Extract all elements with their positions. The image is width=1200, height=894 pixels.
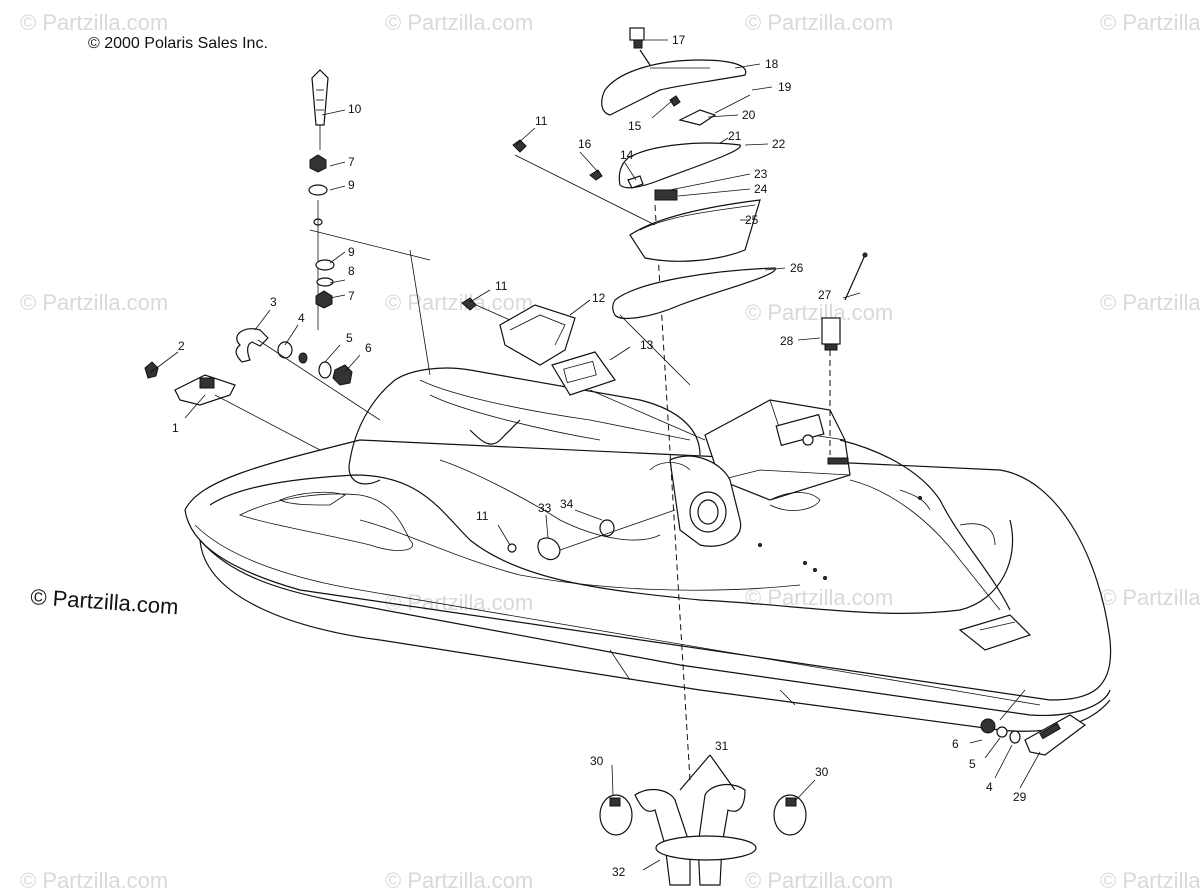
watermark-text: © Partzilla.com [1100,868,1200,893]
callout-15: 15 [628,119,642,133]
fastener-stack-left [308,69,431,376]
copyright-text: © 2000 Polaris Sales Inc. [88,35,268,52]
callout-29: 29 [1013,790,1027,804]
callout-11: 11 [476,509,489,523]
callout-21: 21 [728,129,742,143]
callout-14: 14 [620,148,634,162]
callout-4: 4 [986,780,993,794]
callout-17: 17 [672,33,686,47]
callout-18: 18 [765,57,779,71]
callout-5: 5 [346,331,353,345]
callout-16: 16 [578,137,592,151]
watermark-text: © Partzilla.com [745,10,893,35]
callout-1: 1 [172,421,179,435]
callout-28: 28 [780,334,794,348]
watermark-text: © Partzilla.com [20,868,168,893]
watermark-text: © Partzilla.com [20,290,168,315]
hose-group [599,754,807,886]
callout-9: 9 [348,245,355,259]
callout-2: 2 [178,339,185,353]
callout-12: 12 [592,291,606,305]
callout-24: 24 [754,182,768,196]
callout-7: 7 [348,155,355,169]
callout-25: 25 [745,213,759,227]
callout-11: 11 [495,279,508,293]
watermark-text: © Partzilla.com [745,868,893,893]
small-fasteners-top [512,139,527,153]
partzilla-watermark-large: © Partzilla.com [30,584,180,619]
callout-11: 11 [535,114,548,128]
callout-6: 6 [952,737,959,751]
callout-13: 13 [640,338,654,352]
watermark-text: © Partzilla.com [1100,290,1200,315]
watermark-text: © Partzilla.com [745,585,893,610]
watermark-text: © Partzilla.com [385,590,533,615]
watermark-text: © Partzilla.com [745,300,893,325]
callout-22: 22 [772,137,786,151]
callout-7: 7 [348,289,355,303]
watermark-text: © Partzilla.com [385,290,533,315]
watermark-text: © Partzilla.com [1100,585,1200,610]
bow-eye-group [980,689,1087,756]
callout-26: 26 [790,261,804,275]
callout-labels: 1 2 3 4 5 6 7 7 8 9 9 10 11 11 11 12 13 … [172,33,1027,879]
storage-hatch-group [514,27,776,386]
callout-19: 19 [778,80,792,94]
callout-32: 32 [612,865,626,879]
callout-30: 30 [590,754,604,768]
callout-27: 27 [818,288,832,302]
watermark-text: © Partzilla.com [20,10,168,35]
callout-31: 31 [715,739,729,753]
vent-group [461,297,706,441]
watermark-text: © Partzilla.com [385,10,533,35]
leader-lines [149,39,1041,871]
callout-20: 20 [742,108,756,122]
callout-30: 30 [815,765,829,779]
callout-8: 8 [348,264,355,278]
callout-10: 10 [348,102,362,116]
sensor-group [821,252,868,351]
callout-6: 6 [365,341,372,355]
watermarks: © Partzilla.com © Partzilla.com © Partzi… [20,10,1200,893]
hull-drawing [184,367,1112,732]
callout-9: 9 [348,178,355,192]
centerline [654,204,691,781]
callout-23: 23 [754,167,768,181]
drain-group [507,509,676,561]
watermark-text: © Partzilla.com [1100,10,1200,35]
watermark-text: © Partzilla.com [385,868,533,893]
callout-33: 33 [538,501,552,515]
callout-3: 3 [270,295,277,309]
callout-34: 34 [560,497,574,511]
fitting-group-left [144,328,381,451]
callout-5: 5 [969,757,976,771]
callout-4: 4 [298,311,305,325]
